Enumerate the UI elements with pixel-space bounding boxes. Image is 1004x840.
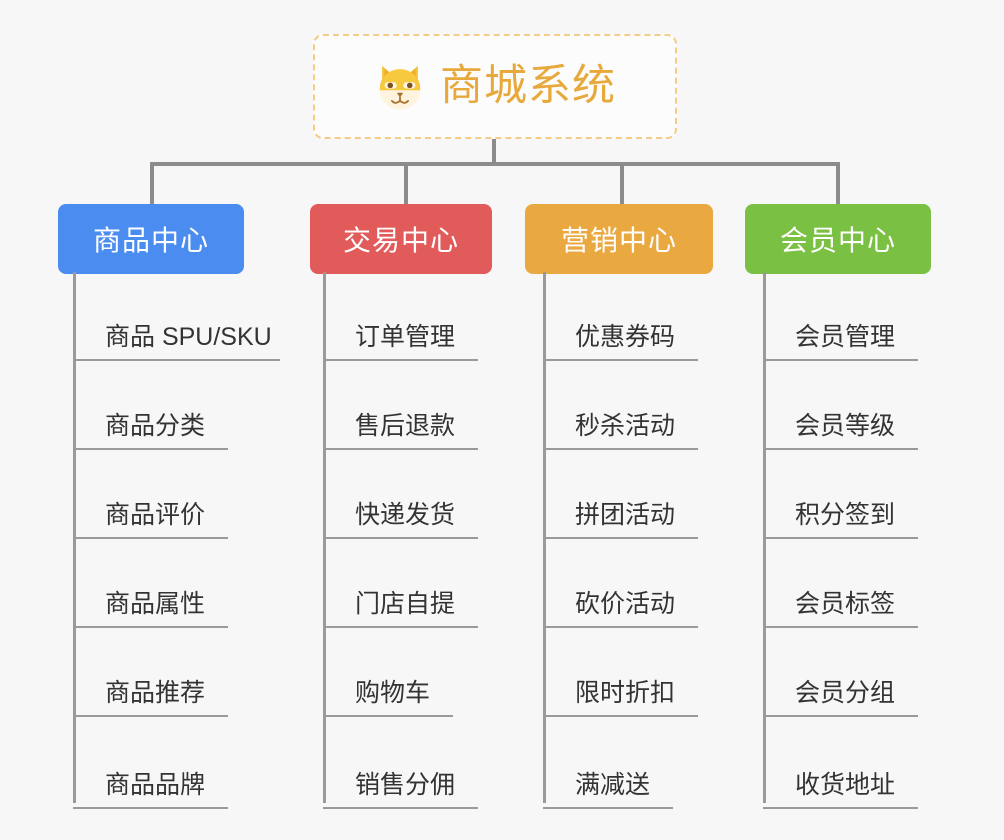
leaf-item[interactable]: 会员管理	[763, 272, 918, 361]
leaf-item[interactable]: 会员分组	[763, 628, 918, 717]
leaf-underline	[543, 626, 698, 628]
branch-label-3: 营销中心	[560, 225, 677, 256]
leaf-underline	[543, 359, 698, 361]
connector-drop-4	[836, 162, 840, 204]
leaf-underline	[763, 626, 918, 628]
leaf-label: 满减送	[575, 770, 651, 799]
leaf-item[interactable]: 限时折扣	[543, 628, 698, 717]
leaf-underline	[73, 448, 228, 450]
leaf-item[interactable]: 砍价活动	[543, 539, 698, 628]
leaf-underline	[763, 715, 918, 717]
leaf-underline	[543, 715, 698, 717]
branch-box-1[interactable]: 商品中心	[58, 204, 244, 274]
leaf-item[interactable]: 积分签到	[763, 450, 918, 539]
leaf-underline	[543, 448, 698, 450]
root-title: 商城系统	[440, 62, 616, 110]
leaf-underline	[73, 626, 228, 628]
leaf-item[interactable]: 优惠券码	[543, 272, 698, 361]
leaf-item[interactable]: 秒杀活动	[543, 361, 698, 450]
leaf-label: 会员管理	[795, 322, 896, 351]
branch-box-4[interactable]: 会员中心	[745, 204, 931, 274]
leaf-label: 会员等级	[795, 411, 896, 440]
connector-drop-2	[404, 162, 408, 204]
leaf-item[interactable]: 订单管理	[323, 272, 478, 361]
leaf-underline	[763, 807, 918, 809]
leaf-item[interactable]: 商品 SPU/SKU	[73, 272, 280, 361]
leaf-item[interactable]: 销售分佣	[323, 717, 478, 809]
branch-box-2[interactable]: 交易中心	[310, 204, 492, 274]
leaf-label: 商品推荐	[105, 678, 206, 707]
leaf-item[interactable]: 门店自提	[323, 539, 478, 628]
leaf-underline	[543, 537, 698, 539]
leaf-label: 优惠券码	[575, 322, 676, 351]
leaf-label: 秒杀活动	[575, 411, 676, 440]
connector-horizontal-bar	[150, 162, 840, 166]
leaf-item[interactable]: 商品评价	[73, 450, 228, 539]
leaf-item[interactable]: 商品品牌	[73, 717, 228, 809]
connector-drop-3	[620, 162, 624, 204]
leaf-label: 门店自提	[355, 589, 456, 618]
leaf-item[interactable]: 快递发货	[323, 450, 478, 539]
leaf-label: 销售分佣	[355, 770, 456, 799]
leaf-underline	[323, 448, 478, 450]
connector-root-trunk	[492, 139, 496, 164]
leaf-underline	[73, 807, 228, 809]
leaf-item[interactable]: 满减送	[543, 717, 673, 809]
leaf-underline	[73, 359, 280, 361]
leaf-underline	[323, 359, 478, 361]
leaf-label: 积分签到	[795, 500, 896, 529]
leaf-underline	[323, 715, 453, 717]
leaf-underline	[763, 359, 918, 361]
leaf-label: 售后退款	[355, 411, 456, 440]
leaf-label: 限时折扣	[575, 678, 676, 707]
connector-drop-1	[150, 162, 154, 204]
leaf-label: 砍价活动	[575, 589, 676, 618]
leaf-underline	[73, 537, 228, 539]
branch-label-2: 交易中心	[342, 225, 459, 256]
leaf-item[interactable]: 商品分类	[73, 361, 228, 450]
leaf-item[interactable]: 会员标签	[763, 539, 918, 628]
leaf-label: 订单管理	[355, 322, 456, 351]
leaf-underline	[323, 537, 478, 539]
leaf-underline	[323, 626, 478, 628]
leaf-item[interactable]: 收货地址	[763, 717, 918, 809]
leaf-label: 商品属性	[105, 589, 206, 618]
leaf-label: 购物车	[355, 678, 431, 707]
leaf-item[interactable]: 购物车	[323, 628, 453, 717]
leaf-label: 会员分组	[795, 678, 896, 707]
leaf-label: 快递发货	[355, 500, 456, 529]
shiba-dog-face-icon	[379, 65, 421, 110]
leaf-underline	[323, 807, 478, 809]
leaf-item[interactable]: 拼团活动	[543, 450, 698, 539]
branch-box-3[interactable]: 营销中心	[525, 204, 713, 274]
leaf-label: 商品 SPU/SKU	[105, 322, 272, 351]
leaf-item[interactable]: 售后退款	[323, 361, 478, 450]
branch-label-1: 商品中心	[92, 225, 209, 256]
leaf-item[interactable]: 会员等级	[763, 361, 918, 450]
leaf-underline	[763, 537, 918, 539]
leaf-label: 商品品牌	[105, 770, 206, 799]
leaf-underline	[543, 807, 673, 809]
root-node[interactable]: 商城系统	[313, 34, 677, 139]
leaf-underline	[763, 448, 918, 450]
leaf-label: 会员标签	[795, 589, 896, 618]
leaf-item[interactable]: 商品属性	[73, 539, 228, 628]
leaf-label: 拼团活动	[575, 500, 676, 529]
leaf-label: 商品评价	[105, 500, 206, 529]
branch-label-4: 会员中心	[779, 225, 896, 256]
leaf-label: 收货地址	[795, 770, 896, 799]
leaf-label: 商品分类	[105, 411, 206, 440]
leaf-underline	[73, 715, 228, 717]
leaf-item[interactable]: 商品推荐	[73, 628, 228, 717]
